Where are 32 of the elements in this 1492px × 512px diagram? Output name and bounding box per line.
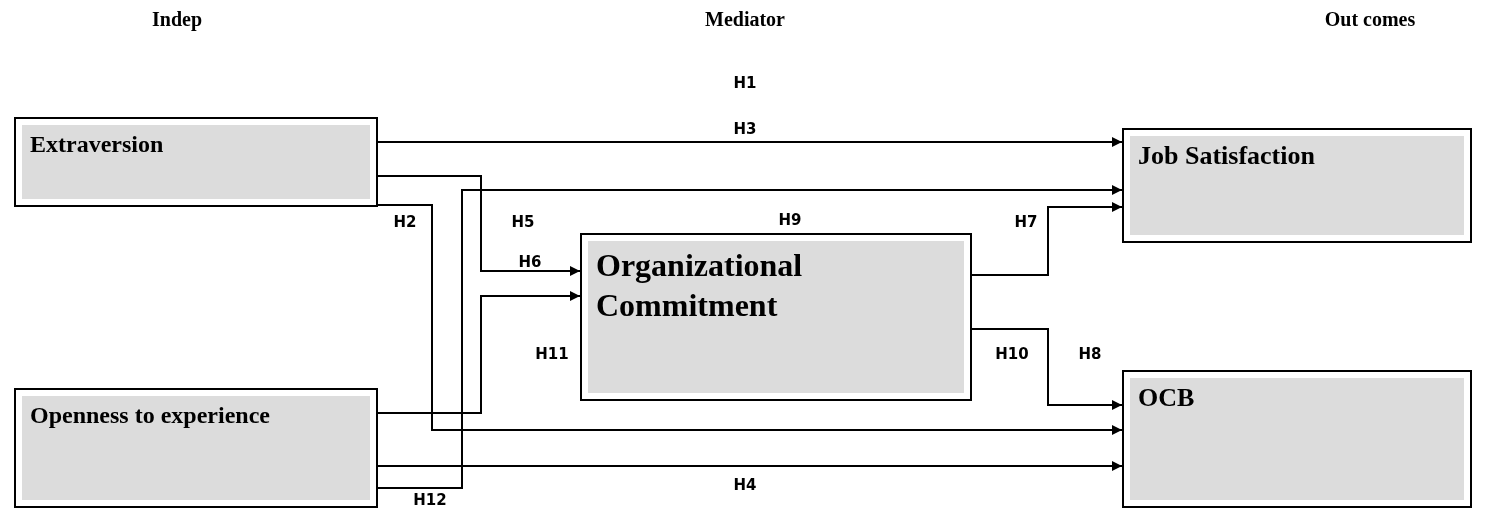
construct-label: Job Satisfaction xyxy=(1130,136,1464,235)
construct-label: Openness to experience xyxy=(22,396,370,500)
hypothesis-label: H6 xyxy=(518,253,542,271)
construct-box xyxy=(1122,370,1472,508)
hypothesis-label: H8 xyxy=(1078,345,1102,363)
hypothesis-label: H7 xyxy=(1014,213,1038,231)
hypothesis-label: H5 xyxy=(511,213,535,231)
arrow xyxy=(971,328,1123,410)
construct-box xyxy=(14,388,378,508)
arrow xyxy=(377,137,1123,147)
arrow xyxy=(377,185,1123,489)
arrow xyxy=(377,175,581,276)
hypothesis-label: H11 xyxy=(535,345,569,363)
hypothesis-label: H1 xyxy=(733,74,757,92)
hypothesis-label: H10 xyxy=(995,345,1029,363)
construct-box xyxy=(1122,128,1472,243)
hypothesis-label: H3 xyxy=(733,120,757,138)
construct-label: Extraversion xyxy=(22,125,370,199)
hypothesis-label: H12 xyxy=(413,491,447,509)
construct-label: Organizational Commitment xyxy=(588,241,964,393)
construct-box xyxy=(14,117,378,207)
column-heading: Mediator xyxy=(705,7,785,32)
column-heading: Out comes xyxy=(1324,7,1416,32)
hypothesis-label: H4 xyxy=(733,476,757,494)
construct-label: OCB xyxy=(1130,378,1464,500)
hypothesis-label: H2 xyxy=(393,213,417,231)
column-heading: Indep xyxy=(152,7,202,33)
arrow xyxy=(971,202,1123,276)
hypothesis-label: H9 xyxy=(778,211,802,229)
arrow xyxy=(377,204,1123,435)
arrow xyxy=(377,291,581,414)
arrow xyxy=(377,461,1123,471)
